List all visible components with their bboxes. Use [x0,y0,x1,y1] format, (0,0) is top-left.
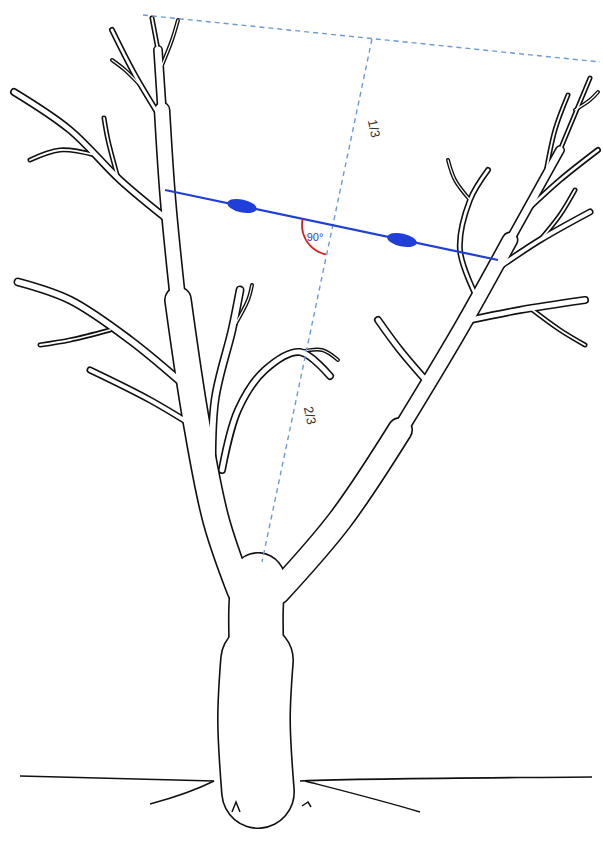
branch-outline [158,50,162,110]
branch-fill [162,110,178,300]
branch-fill [510,150,560,240]
dashed-axis-line [262,39,372,562]
guide-lines [143,15,600,562]
branch-fill [104,118,118,178]
branch-outline [152,18,158,50]
branch-fill [525,150,598,212]
ground-line [20,776,214,781]
root-mark [232,802,240,812]
branch-fill [278,430,400,592]
branch-fill [378,320,430,385]
branch-outline [378,320,430,385]
branch-outline [400,240,510,430]
root-line [150,781,214,804]
branch-outline [112,60,140,85]
branch-fill [14,92,168,220]
branch-fill [256,580,258,670]
branch-outline [40,330,110,345]
dashed-top-line [143,15,600,62]
branch-outline [448,160,470,200]
root-mark [302,802,311,807]
branch-outline [30,150,95,160]
branch-outline [14,92,168,220]
branch-outline [162,110,178,300]
branch-fill [152,18,158,50]
branch-outline [256,580,258,670]
branch-outline [222,352,330,470]
branch-fill [160,20,178,70]
branch-outline [112,30,162,120]
branch-fill [112,30,162,120]
branch-fill [222,352,330,470]
root-line [305,781,420,812]
branch-fill [540,190,575,240]
branch-fill [575,92,598,110]
ground-line [300,777,592,781]
branch-fill [530,308,585,345]
branch-fill [232,285,252,330]
branch-fill [18,282,190,390]
scaffold-line [165,190,498,260]
branch-fill [460,170,488,300]
ground-line [20,776,592,812]
branch-outline [575,92,598,110]
branch-outline [160,20,178,70]
branch-fill [90,370,200,430]
right-angle-arc [302,219,326,255]
bud-marker [226,197,258,216]
branch-fill [470,300,585,320]
branch-fill [448,160,470,200]
branch-outline [470,300,585,320]
fraction-label: 2/3 [302,405,318,425]
fraction-label: 1/3 [366,118,382,138]
branch-outline [530,308,585,345]
branch-outline [540,190,575,240]
branch-fill [492,212,590,272]
branch-fill [158,50,162,110]
tree-fill [14,18,598,792]
branch-fill [30,150,95,160]
branch-fill [560,78,590,150]
branch-outline [560,78,590,150]
branch-fill [545,95,568,178]
branch-outline [278,430,400,592]
branch-fill [40,330,110,345]
bud-marker [386,231,418,250]
angle-label: 90° [307,232,324,243]
branch-outline [525,150,598,212]
branch-fill [400,240,510,430]
tree-outline [14,18,598,792]
branch-fill [112,60,140,85]
